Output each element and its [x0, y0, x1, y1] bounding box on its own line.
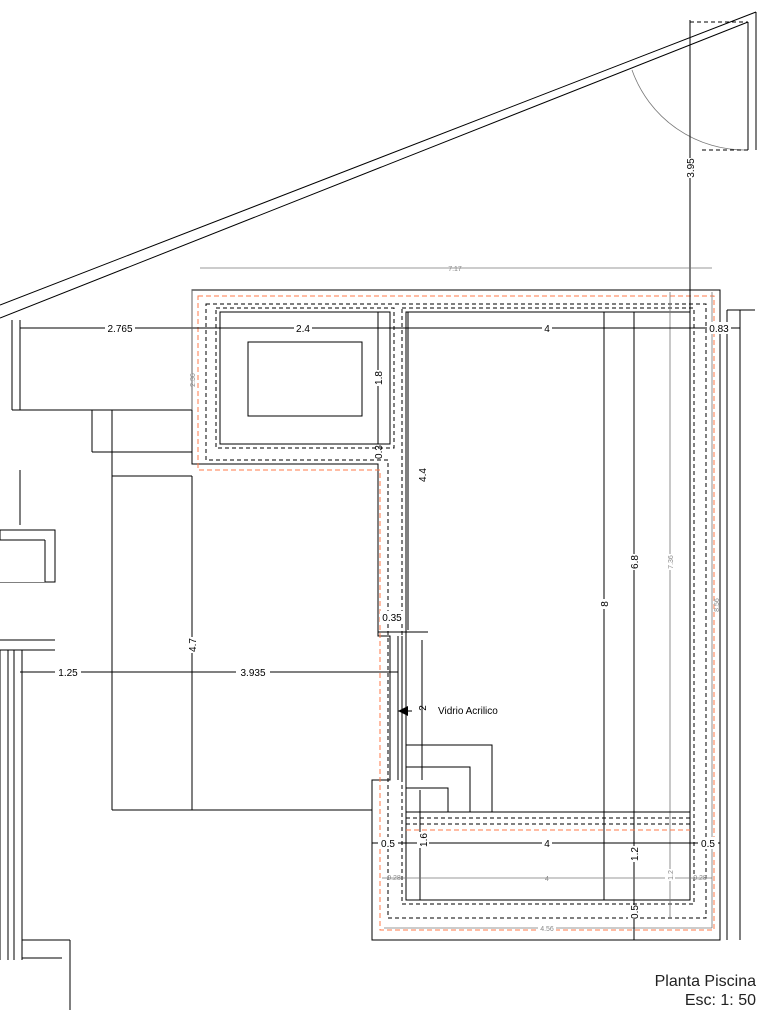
dim-pool-length: 8: [600, 601, 611, 607]
dim-pool-width: 4: [544, 324, 550, 335]
spa-basin: [215, 307, 395, 449]
dim-left-bottom-offset: 1.25: [58, 668, 78, 679]
house-walls: [0, 309, 755, 1010]
main-pool-basin: [397, 292, 695, 918]
dim-steps-zone: 1.6: [419, 833, 430, 847]
dim-spa-height: 1.8: [374, 371, 385, 385]
dimension-labels: 3.95 7.17 2.765 2.4 4 0.83 2.36 1.8 0.3 …: [55, 158, 731, 933]
drawing-title: Planta Piscina: [654, 973, 756, 990]
dim-bottom-vertical: 0.5: [630, 905, 641, 919]
dim-left-offset: 2.765: [107, 324, 132, 335]
dim-pool-upper: 4.4: [418, 468, 429, 482]
dim-bottom-width: 4: [544, 839, 550, 850]
drawing-title-block: Planta Piscina Esc: 1: 50: [655, 972, 756, 1010]
pool-deck-outline: [191, 289, 721, 941]
dim-bottom-depth: 1.2: [630, 847, 641, 861]
dim-overall-width: 7.17: [448, 266, 462, 273]
dim-outer-length: 8.56: [714, 598, 721, 612]
dim-inner-left: 0.28: [387, 875, 401, 882]
spa-bench: [247, 341, 363, 417]
glass-annotation: Vidrio Acrilico: [438, 706, 498, 717]
dim-left-vertical: 4.7: [188, 638, 199, 652]
dim-wall-thickness: 0.35: [382, 613, 402, 624]
dim-bottom-outer-width: 4.56: [540, 926, 554, 933]
dim-inner-right: 0.28: [693, 875, 707, 882]
dim-top-vertical: 3.95: [686, 158, 697, 178]
dim-mid-offset: 3.935: [240, 668, 265, 679]
dim-inner-width: 4: [545, 876, 549, 883]
drawing-scale: Esc: 1: 50: [684, 992, 756, 1009]
dim-inner-length: 7.36: [668, 555, 675, 569]
dim-spa-gap: 0.3: [374, 445, 385, 459]
glass-arrow-icon: [398, 706, 408, 716]
dim-spa-outer-height: 2.36: [190, 373, 197, 387]
dim-inner-depth: 1.2: [668, 870, 675, 880]
dim-depth-zone: 6.8: [630, 555, 641, 569]
dim-right-offset: 0.83: [709, 324, 729, 335]
property-boundary: [0, 11, 757, 319]
dim-bottom-left-margin: 0.5: [381, 839, 395, 850]
dim-spa-width: 2.4: [296, 324, 310, 335]
dim-glass-length: 2: [418, 705, 429, 711]
dim-bottom-right-margin: 0.5: [701, 839, 715, 850]
